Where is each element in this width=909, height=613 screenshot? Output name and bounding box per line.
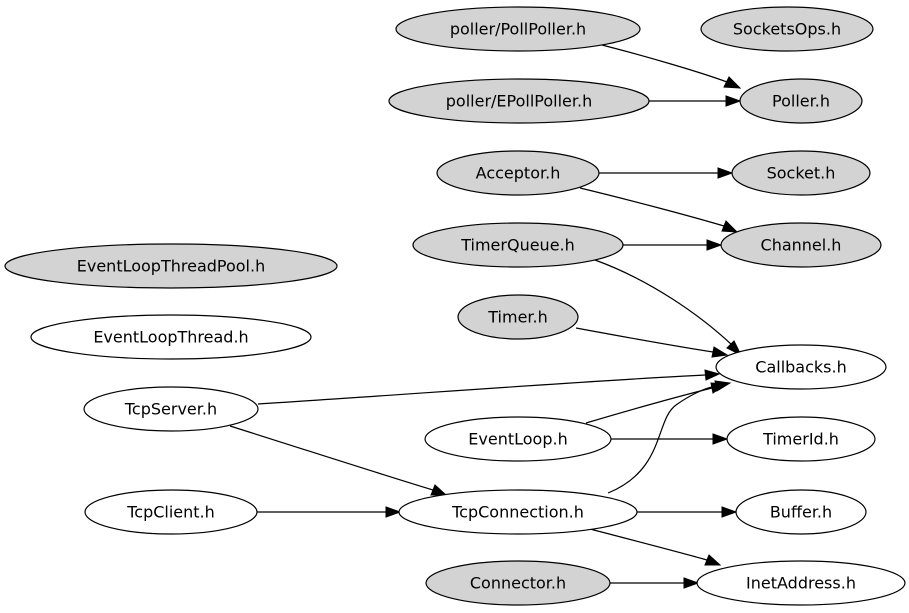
arrowhead-icon [430,484,448,496]
node-label: TcpClient.h [126,503,215,522]
edge-timerqueue-to-channel [623,239,723,251]
node-label: SocketsOps.h [733,20,841,39]
node-label: EventLoop.h [468,430,567,449]
arrowhead-icon [721,220,739,233]
node-label: Buffer.h [770,503,832,522]
node-label: Poller.h [772,92,830,111]
edge-tcpconnection-to-buffer [637,506,738,518]
edge-line [589,528,708,561]
node-label: poller/PollPoller.h [450,20,586,39]
edge-line [229,425,434,491]
node-label: Connector.h [470,574,566,593]
arrowhead-icon [704,554,722,566]
node-timer-h[interactable]: Timer.h [457,294,579,340]
node-label: InetAddress.h [746,574,856,593]
edge-line [594,259,733,346]
node-eventloopthread-h[interactable]: EventLoopThread.h [30,314,312,360]
node-poller-epollpoller-h[interactable]: poller/EPollPoller.h [388,78,650,124]
arrowhead-icon [385,506,402,518]
edge-epollpoller-to-poller [649,95,742,107]
node-label: Callbacks.h [755,358,846,377]
edge-line [607,385,717,494]
edge-line [601,44,728,83]
edge-line [579,187,725,227]
edge-eventloop-to-timerid [611,433,729,445]
node-label: Channel.h [761,236,842,255]
arrowhead-icon [714,380,732,392]
node-tcpclient-h[interactable]: TcpClient.h [84,489,258,535]
edge-acceptor-to-socket [599,167,734,179]
node-acceptor-h[interactable]: Acceptor.h [436,150,600,196]
edge-line [585,387,713,424]
node-buffer-h[interactable]: Buffer.h [735,489,867,535]
edges-layer [229,44,743,589]
node-channel-h[interactable]: Channel.h [720,222,882,268]
node-label: Acceptor.h [476,164,561,183]
edge-tcpserver-to-tcpconnection [229,425,448,496]
node-label: TimerQueue.h [460,236,575,255]
node-callbacks-h[interactable]: Callbacks.h [715,344,887,390]
node-label: TcpServer.h [124,400,217,419]
node-timerid-h[interactable]: TimerId.h [726,416,876,462]
edge-line [257,374,706,405]
nodes-layer: poller/PollPoller.h SocketsOps.h poller/… [4,6,906,606]
node-connector-h[interactable]: Connector.h [425,560,611,606]
node-socketsops-h[interactable]: SocketsOps.h [700,6,874,52]
node-socket-h[interactable]: Socket.h [731,150,871,196]
edge-pollpoller-to-poller [601,44,742,89]
edge-timer-to-callbacks [575,327,729,358]
arrowhead-icon [706,239,723,251]
arrowhead-icon [704,369,721,381]
node-inetaddress-h[interactable]: InetAddress.h [696,560,906,606]
edge-acceptor-to-channel [579,187,739,233]
node-poller-pollpoller-h[interactable]: poller/PollPoller.h [395,6,641,52]
node-timerqueue-h[interactable]: TimerQueue.h [412,222,624,268]
node-label: poller/EPollPoller.h [446,92,592,111]
node-tcpserver-h[interactable]: TcpServer.h [83,386,259,432]
arrowhead-icon [717,167,734,179]
edge-timerqueue-to-callbacks [594,259,743,357]
node-label: TimerId.h [762,430,839,449]
node-poller-h[interactable]: Poller.h [739,78,863,124]
arrowhead-icon [726,340,743,357]
arrowhead-icon [721,506,738,518]
arrowhead-icon [725,95,742,107]
arrowhead-icon [712,433,729,445]
edge-tcpconnection-to-inetaddress [589,528,722,566]
node-label: Timer.h [487,308,548,327]
node-eventloopthreadpool-h[interactable]: EventLoopThreadPool.h [4,243,338,289]
edge-tcpconnection-to-callbacks [607,380,732,494]
node-label: EventLoopThreadPool.h [77,257,265,276]
edge-tcpclient-to-tcpconnection [257,506,402,518]
edge-connector-to-inetaddress [610,577,700,589]
edge-tcpserver-to-callbacks [257,369,721,405]
node-tcpconnection-h[interactable]: TcpConnection.h [398,489,638,535]
arrowhead-icon [683,577,700,589]
node-eventloop-h[interactable]: EventLoop.h [424,416,612,462]
node-label: Socket.h [767,164,836,183]
node-label: TcpConnection.h [451,503,584,522]
arrowhead-icon [711,346,729,358]
arrowhead-icon [723,76,742,89]
node-label: EventLoopThread.h [93,328,248,347]
edge-line [575,327,714,353]
